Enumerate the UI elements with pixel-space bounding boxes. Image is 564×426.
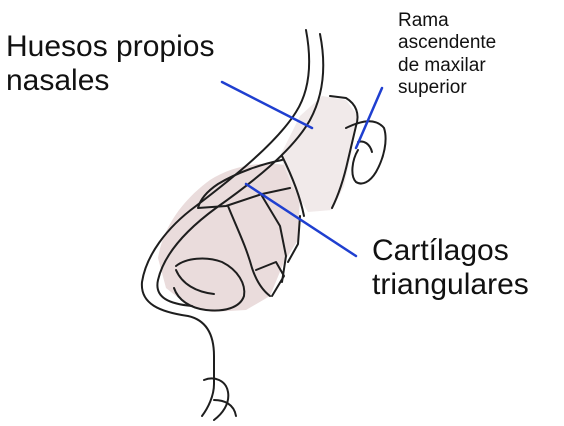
lip-contour: [203, 377, 230, 421]
maxilla-process-contour: [345, 120, 387, 185]
label-rama-ascendente-maxilar: Rama ascendente de maxilar superior: [398, 10, 497, 99]
cartilage-vertical-outline: [261, 195, 287, 283]
lip-contour-lower: [213, 399, 237, 417]
label-huesos-propios-nasales: Huesos propios nasales: [6, 30, 215, 97]
nose-inner-profile: [156, 33, 325, 307]
nasal-bone-contour: [329, 95, 359, 209]
nasal-bone-region: [280, 96, 358, 212]
triangular-cartilage-region: [158, 163, 300, 312]
upper-lateral-cartilage-outline: [197, 159, 291, 209]
cartilage-internal-outline: [227, 205, 271, 297]
leader-line-cartilagos: [244, 182, 358, 258]
nose-outer-profile: [140, 29, 311, 417]
septal-edge-outline: [287, 215, 301, 263]
alar-cartilage-outline: [175, 269, 215, 295]
cartilage-segment-outline: [255, 261, 285, 297]
leader-line-huesos: [220, 80, 314, 130]
maxilla-process-inner: [357, 140, 373, 153]
lower-lateral-cartilage-outline: [173, 257, 246, 312]
leader-line-rama: [354, 86, 384, 150]
label-cartilagos-triangulares: Cartílagos triangulares: [372, 234, 529, 301]
bone-cartilage-junction: [281, 155, 305, 217]
